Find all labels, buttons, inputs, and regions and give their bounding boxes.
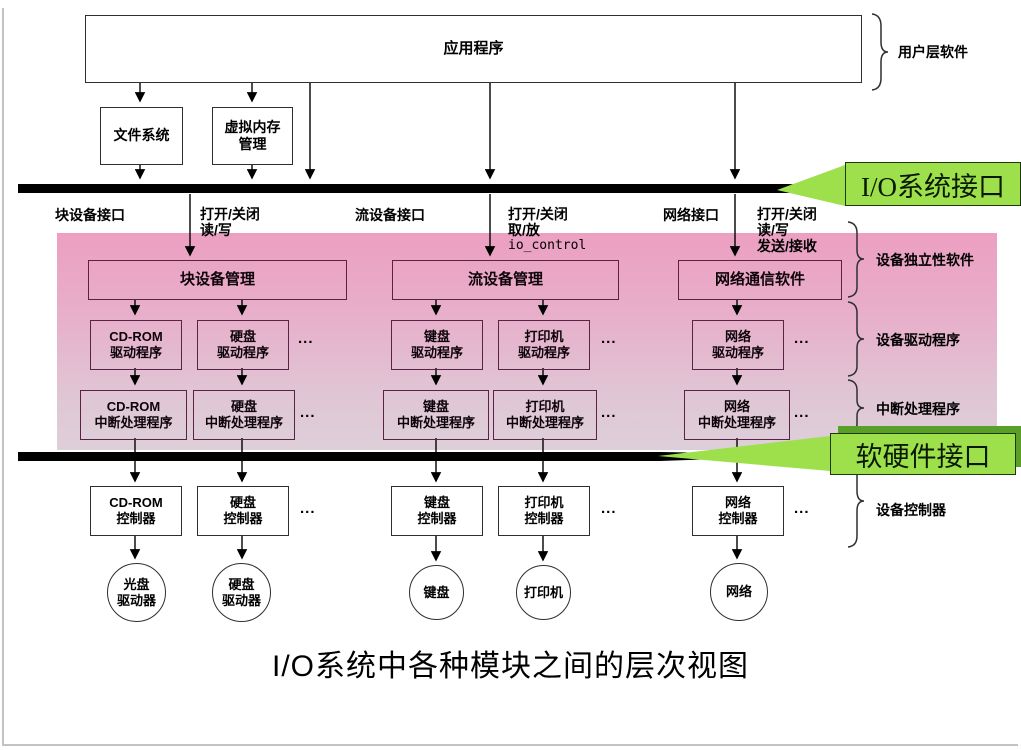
stream-ops-label: 打开/关闭 取/放 io_control (508, 206, 587, 253)
optical-drive-circle: 光盘驱动器 (107, 563, 166, 622)
block-device-manager-box: 块设备管理 (88, 260, 347, 300)
hw-sw-interface-callout: 软硬件接口 (830, 433, 1016, 475)
keyboard-driver-box: 键盘驱动程序 (391, 320, 483, 370)
device-controller-layer-label: 设备控制器 (876, 502, 946, 518)
interrupt-ellipsis-1: ... (300, 404, 316, 421)
device-software-band (57, 233, 997, 450)
device-driver-layer-label: 设备驱动程序 (876, 332, 960, 348)
driver-ellipsis-3: ... (794, 330, 810, 347)
keyboard-interrupt-box: 键盘中断处理程序 (383, 390, 489, 440)
printer-controller-box: 打印机控制器 (498, 486, 590, 536)
device-independent-label: 设备独立性软件 (876, 252, 974, 268)
virtual-memory-line2: 管理 (238, 136, 267, 152)
interrupt-ellipsis-3: ... (794, 404, 810, 421)
disk-interrupt-box: 硬盘中断处理程序 (193, 390, 295, 440)
application-label: 应用程序 (443, 39, 504, 57)
file-system-box: 文件系统 (100, 107, 183, 165)
hw-sw-callout-tail (658, 436, 830, 471)
user-layer-label: 用户层软件 (898, 44, 968, 60)
bottom-frame-line (2, 744, 1018, 746)
io-interface-bar (18, 184, 846, 193)
network-circle: 网络 (710, 563, 768, 621)
hw-sw-interface-label: 软硬件接口 (855, 441, 991, 472)
block-ops-label: 打开/关闭 读/写 (200, 206, 260, 238)
application-box: 应用程序 (85, 15, 862, 83)
printer-driver-box: 打印机驱动程序 (498, 320, 590, 370)
printer-interrupt-box: 打印机中断处理程序 (493, 390, 597, 440)
driver-ellipsis-2: ... (601, 330, 617, 347)
keyboard-controller-box: 键盘控制器 (391, 486, 483, 536)
controller-ellipsis-1: ... (300, 500, 316, 517)
network-interface-label: 网络接口 (663, 207, 719, 223)
network-ops-label: 打开/关闭 读/写 发送/接收 (757, 206, 817, 254)
io-system-interface-label: I/O系统接口 (861, 171, 1005, 202)
disk-controller-box: 硬盘控制器 (197, 486, 289, 536)
io-control-label: io_control (508, 238, 587, 253)
interrupt-ellipsis-2: ... (601, 404, 617, 421)
disk-drive-circle: 硬盘驱动器 (212, 563, 271, 622)
virtual-memory-line1: 虚拟内存 (224, 118, 281, 135)
network-interrupt-box: 网络中断处理程序 (684, 390, 790, 440)
virtual-memory-box: 虚拟内存 管理 (212, 107, 293, 165)
file-system-label: 文件系统 (113, 127, 170, 144)
io-system-interface-callout: I/O系统接口 (845, 162, 1021, 206)
disk-driver-box: 硬盘驱动程序 (197, 320, 289, 370)
left-frame-line (2, 8, 4, 746)
stream-device-manager-box: 流设备管理 (392, 260, 619, 300)
controller-ellipsis-2: ... (601, 500, 617, 517)
network-driver-box: 网络驱动程序 (692, 320, 784, 370)
io-callout-tail (777, 165, 845, 206)
keyboard-circle: 键盘 (409, 565, 464, 620)
driver-ellipsis-1: ... (298, 330, 314, 347)
controller-ellipsis-3: ... (794, 500, 810, 517)
block-interface-label: 块设备接口 (55, 207, 125, 223)
network-software-box: 网络通信软件 (678, 260, 842, 300)
interrupt-handler-layer-label: 中断处理程序 (876, 401, 960, 417)
diagram-caption: I/O系统中各种模块之间的层次视图 (271, 650, 749, 683)
network-controller-box: 网络控制器 (692, 486, 784, 536)
printer-circle: 打印机 (516, 565, 571, 620)
stream-interface-label: 流设备接口 (355, 207, 425, 223)
